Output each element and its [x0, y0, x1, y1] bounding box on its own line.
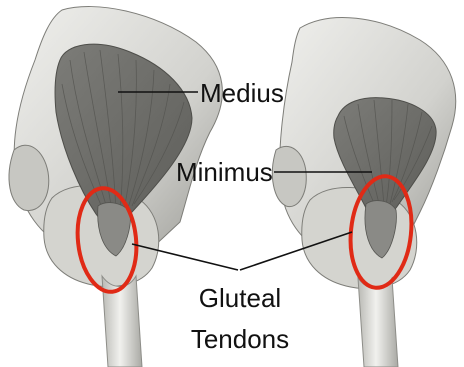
medius-label: Medius: [200, 78, 284, 108]
minimus-label: Minimus: [176, 157, 273, 187]
tendons-label: Tendons: [191, 324, 289, 354]
right-ischium-fragment: [272, 146, 306, 206]
gluteal-label: Gluteal: [199, 283, 281, 313]
right-femur-shaft: [358, 278, 398, 367]
right-hip-illustration: [272, 18, 455, 367]
